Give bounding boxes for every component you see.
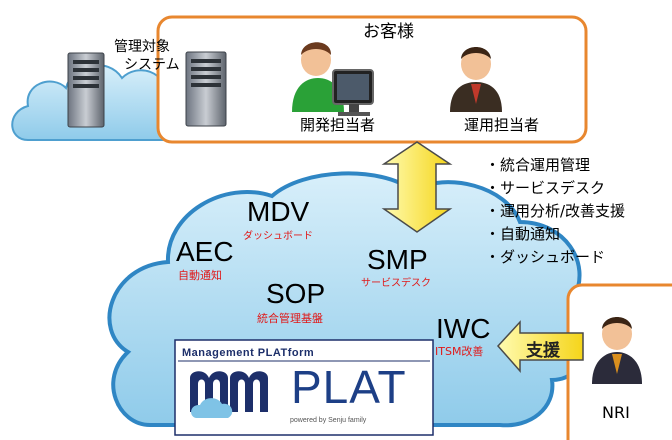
operator-label: 運用担当者: [464, 116, 540, 134]
operator-person-icon: [450, 47, 502, 112]
support-arrow-icon: [496, 320, 584, 373]
nri-person-icon: [592, 317, 642, 384]
feature-item: ・統合運用管理: [485, 156, 591, 174]
service-name-sop: SOP: [266, 278, 326, 309]
double-arrow-icon: [381, 141, 453, 233]
support-label: 支援: [526, 341, 560, 361]
service-name-iwc: IWC: [436, 313, 491, 344]
service-name-smp: SMP: [367, 244, 428, 275]
mplat-logo: [174, 339, 434, 436]
feature-item: ・サービスデスク: [485, 179, 606, 197]
server-icon: [67, 52, 105, 128]
service-sub-smp: サービスデスク: [361, 278, 431, 289]
service-sub-aec: 自動通知: [178, 269, 222, 282]
nri-label: NRI: [602, 403, 630, 422]
logo-plat-text: PLAT: [291, 361, 407, 413]
server-icon: [185, 51, 227, 127]
service-name-mdv: MDV: [247, 196, 310, 227]
service-sub-iwc: ITSM改善: [435, 345, 484, 358]
feature-item: ・ダッシュボード: [485, 248, 606, 266]
feature-item: ・自動通知: [485, 225, 561, 243]
service-sub-sop: 統合管理基盤: [257, 312, 323, 325]
logo-powered-text: powered by Senju family: [290, 417, 367, 424]
developer-person-icon: [292, 42, 374, 116]
service-sub-mdv: ダッシュボード: [243, 231, 313, 242]
customer-box-title: お客様: [363, 22, 414, 42]
managed-system-label-line2: システム: [124, 57, 180, 73]
managed-system-label-line1: 管理対象: [114, 39, 170, 55]
feature-item: ・運用分析/改善支援: [485, 202, 626, 220]
developer-label: 開発担当者: [300, 116, 376, 134]
service-name-aec: AEC: [176, 236, 234, 267]
logo-header-text: Management PLATform: [182, 347, 315, 359]
feature-list: ・統合運用管理 ・サービスデスク ・運用分析/改善支援 ・自動通知 ・ダッシュボ…: [485, 154, 625, 269]
